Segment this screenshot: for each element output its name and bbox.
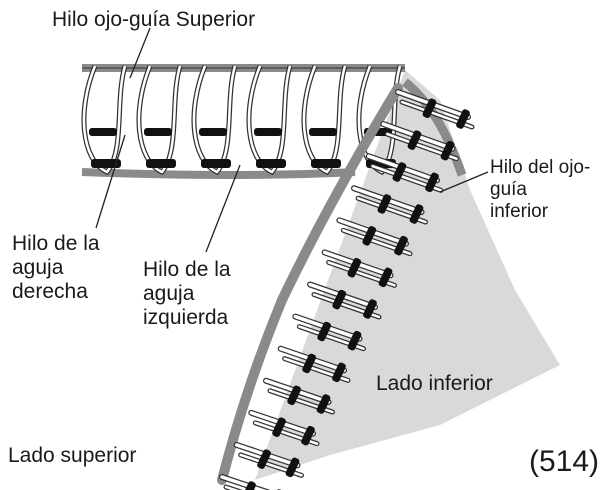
diagonal-knot [440, 140, 455, 161]
diagonal-knot [285, 457, 300, 478]
diagonal-knot [257, 449, 271, 469]
leader-upper-looper [129, 27, 151, 79]
thread-loop-fill [247, 65, 292, 174]
label-line: Hilo de la [143, 258, 231, 281]
diagonal-knot [347, 330, 362, 351]
label-lower-side: Lado inferior [376, 372, 493, 395]
needle-knot [89, 128, 117, 136]
diagonal-knot [287, 385, 301, 406]
label-line: derecha [12, 280, 88, 303]
diagonal-knot [377, 194, 392, 214]
diagonal-knot [422, 98, 437, 119]
label-line: inferior [490, 201, 549, 222]
diagonal-knot [409, 204, 424, 224]
leader-lines [95, 27, 489, 253]
needle-knot [144, 128, 172, 136]
fabric-lower-side [255, 70, 560, 480]
diagonal-knot [332, 362, 346, 383]
label-line: izquierda [143, 306, 229, 329]
label-line: guía [490, 179, 527, 200]
label-upper-looper-thread: Hilo ojo-guía Superior [52, 8, 256, 31]
leader-right-needle [95, 134, 126, 229]
thread-loop-fill [137, 65, 182, 174]
thread-loop-fill [192, 65, 237, 174]
diagonal-knot [272, 417, 286, 437]
label-upper-side: Lado superior [8, 444, 137, 467]
label-lower-looper-thread: Hilo del ojo- guía inferior [490, 157, 590, 223]
needle-knot [254, 128, 282, 136]
needle-knot [146, 159, 176, 168]
diagonal-knot [392, 162, 407, 182]
leader-left-needle [205, 164, 241, 253]
diagonal-knot [378, 267, 393, 288]
label-line: Hilo de la [12, 232, 100, 255]
needle-knot [309, 128, 337, 136]
diagonal-knot [332, 289, 347, 310]
label-line: aguja [143, 282, 195, 305]
label-line: aguja [12, 256, 64, 279]
thread-loop-fill [302, 65, 347, 174]
label-line: Hilo del ojo- [490, 157, 591, 178]
needle-knot [91, 159, 121, 168]
leader-lower-looper [439, 171, 489, 193]
diagonal-knot [425, 172, 439, 193]
label-right-needle-thread: Hilo de la aguja derecha [12, 232, 100, 304]
horizontal-stitch-band [81, 64, 405, 179]
diagonal-knot [347, 257, 362, 278]
diagonal-knot [316, 394, 331, 414]
diagonal-knot [407, 130, 422, 150]
diagonal-knot [456, 109, 470, 129]
diagonal-knot [302, 353, 317, 374]
diagonal-stitch-band [217, 78, 475, 490]
needle-knot [256, 159, 286, 168]
needle-knot [201, 159, 231, 168]
diagonal-knot [301, 425, 315, 446]
label-left-needle-thread: Hilo de la aguja izquierda [143, 258, 231, 330]
figure-number: (514) [528, 445, 599, 478]
diagonal-knot [242, 481, 256, 490]
needle-knot [311, 159, 341, 168]
thread-loop-fill [82, 65, 127, 174]
diagonal-knot [363, 299, 377, 319]
needle-knot [199, 128, 227, 136]
diagonal-knot [394, 235, 408, 256]
diagonal-knot [362, 226, 377, 246]
diagonal-knot [317, 321, 332, 342]
